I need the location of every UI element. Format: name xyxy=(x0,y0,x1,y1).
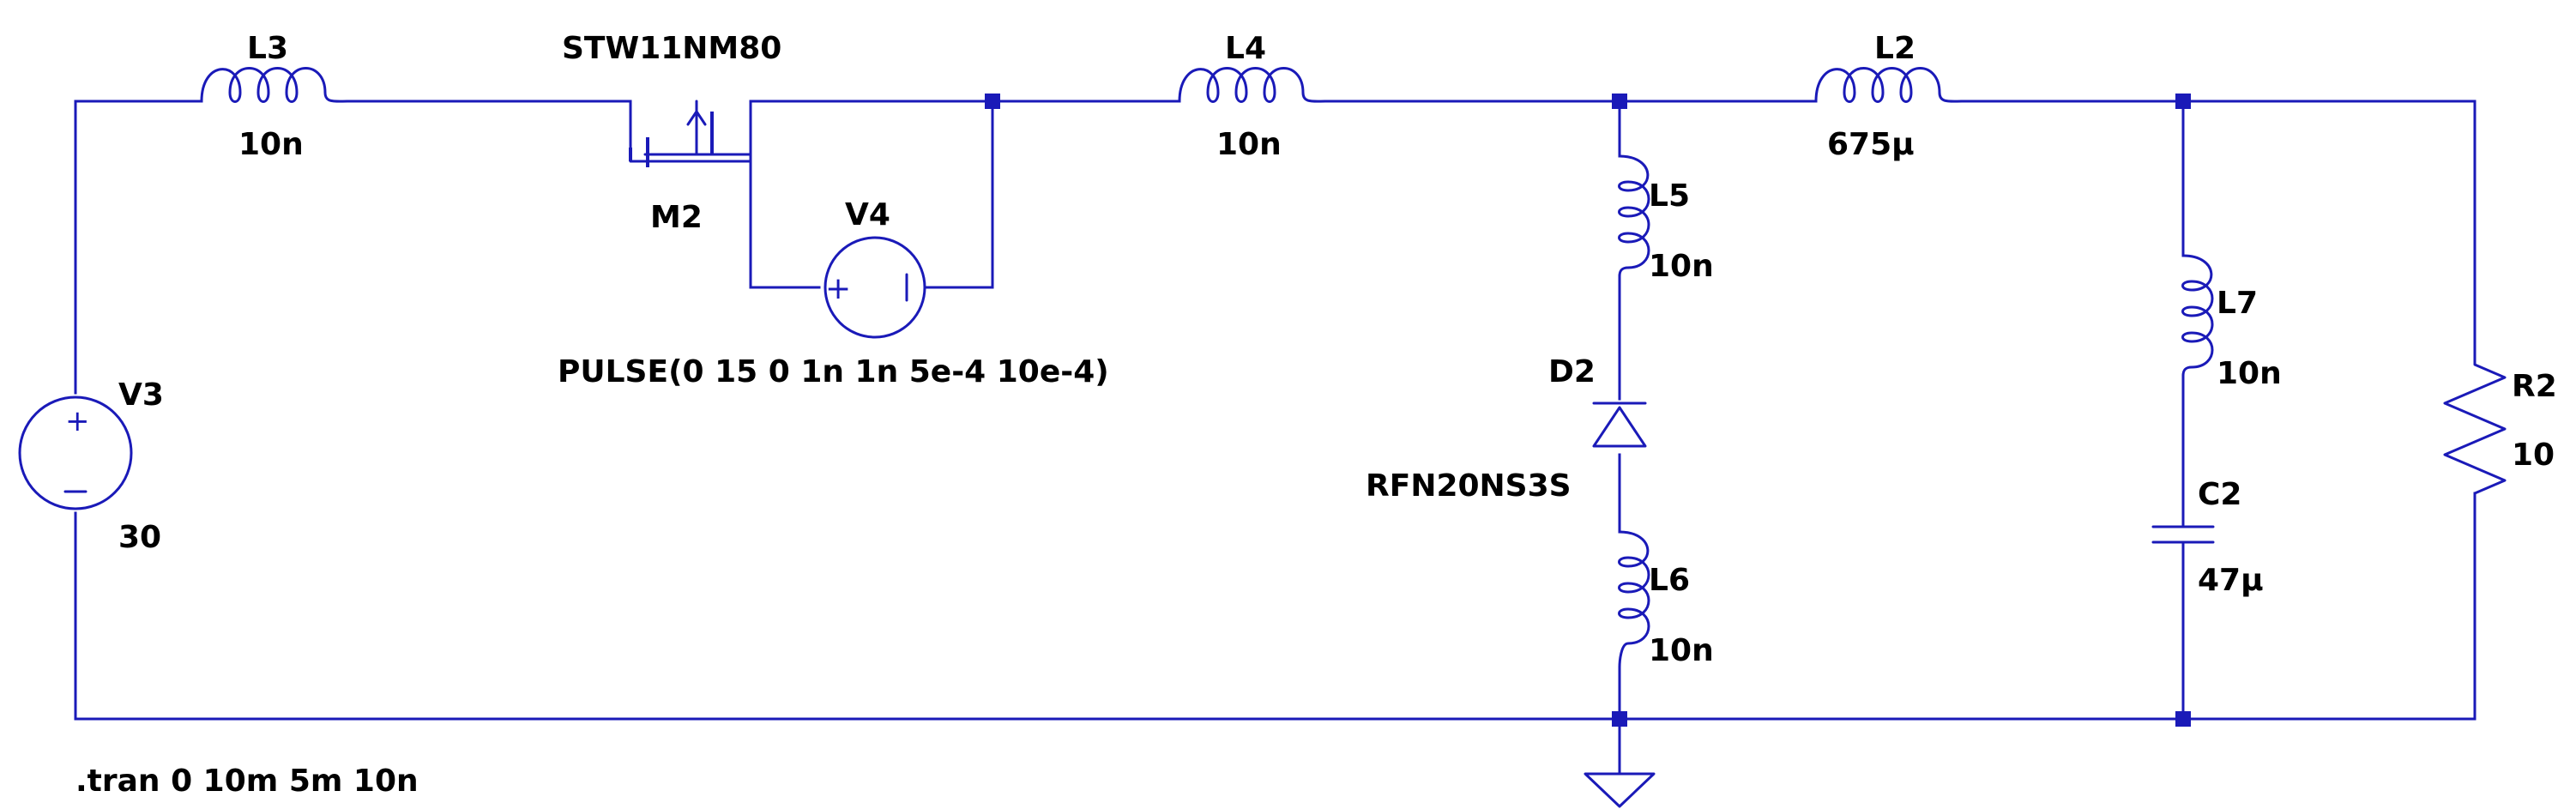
wire-node-a-drop xyxy=(932,100,994,289)
inductor-l2[interactable]: L2 675µ xyxy=(1814,31,1964,162)
wire-l2-to-r2 xyxy=(1960,100,2476,349)
source-circle xyxy=(18,395,133,510)
component-ref: R2 xyxy=(2512,369,2557,404)
junctions xyxy=(985,94,2191,727)
junction-dot xyxy=(985,94,1000,109)
voltage-source-v4[interactable]: + V4 PULSE(0 15 0 1n 1n 5e-4 10e-4) xyxy=(558,197,1109,389)
component-value: 10n xyxy=(1216,127,1282,162)
component-value: 675µ xyxy=(1827,127,1915,162)
wire-bottom xyxy=(74,492,2476,721)
component-ref: V4 xyxy=(845,197,890,232)
inductor-coil-symbol xyxy=(1814,67,1964,103)
component-value: 10 xyxy=(2512,438,2555,473)
inductor-coil-symbol xyxy=(1618,530,1650,669)
component-model: STW11NM80 xyxy=(562,31,781,66)
inductor-coil-symbol xyxy=(2181,254,2214,377)
plus-sign-icon: + xyxy=(825,271,851,306)
inductor-l5[interactable]: L5 10n xyxy=(1618,154,1714,284)
wires xyxy=(74,100,2476,776)
component-model: RFN20NS3S xyxy=(1366,468,1572,504)
component-value: 10n xyxy=(2217,356,2282,391)
spice-directive[interactable]: .tran 0 10m 5m 10n xyxy=(75,764,419,799)
inductor-l7[interactable]: L7 10n xyxy=(2181,254,2282,391)
voltage-source-v3[interactable]: + V3 30 xyxy=(18,377,164,555)
component-ref: D2 xyxy=(1548,354,1596,389)
component-ref: L2 xyxy=(1874,31,1915,66)
ground-icon xyxy=(1584,772,1656,808)
component-ref: L6 xyxy=(1649,563,1690,598)
junction-dot xyxy=(2175,711,2191,727)
component-value: 10n xyxy=(1649,249,1714,284)
component-ref: V3 xyxy=(118,377,164,413)
capacitor-c2[interactable]: C2 47µ xyxy=(2151,477,2264,598)
component-ref: C2 xyxy=(2198,477,2241,512)
inductor-coil-symbol xyxy=(1618,154,1650,278)
mosfet-arrow xyxy=(686,110,707,126)
component-ref: L3 xyxy=(247,31,288,66)
inductor-coil-symbol xyxy=(1178,67,1327,103)
component-ref: L4 xyxy=(1225,31,1266,66)
plus-sign-icon: + xyxy=(65,404,90,438)
inductor-coil-symbol xyxy=(200,67,349,103)
inductor-l3[interactable]: L3 10n xyxy=(200,31,349,162)
resistor-zigzag xyxy=(2443,346,2507,495)
component-value: 10n xyxy=(1649,633,1714,668)
component-value: 47µ xyxy=(2198,563,2264,598)
component-ref: M2 xyxy=(650,200,703,235)
component-ref: L7 xyxy=(2217,286,2258,321)
component-ref: L5 xyxy=(1649,178,1690,214)
ground-symbol[interactable] xyxy=(1584,772,1656,808)
diode-triangle xyxy=(1592,406,1647,448)
inductor-l4[interactable]: L4 10n xyxy=(1178,31,1327,162)
resistor-r2[interactable]: R2 10 xyxy=(2443,346,2557,495)
wire-l3-to-m2 xyxy=(346,100,632,149)
junction-dot xyxy=(1612,94,1627,109)
component-value: PULSE(0 15 0 1n 1n 5e-4 10e-4) xyxy=(558,354,1109,389)
inductor-l6[interactable]: L6 10n xyxy=(1618,530,1714,669)
mosfet-m2[interactable]: STW11NM80 M2 xyxy=(562,31,781,235)
component-value: 30 xyxy=(118,520,161,555)
diode-d2[interactable]: D2 RFN20NS3S xyxy=(1366,354,1647,504)
wire-gate-to-v4 xyxy=(749,166,821,289)
junction-dot xyxy=(2175,94,2191,109)
junction-dot xyxy=(1612,711,1627,727)
component-value: 10n xyxy=(238,127,304,162)
